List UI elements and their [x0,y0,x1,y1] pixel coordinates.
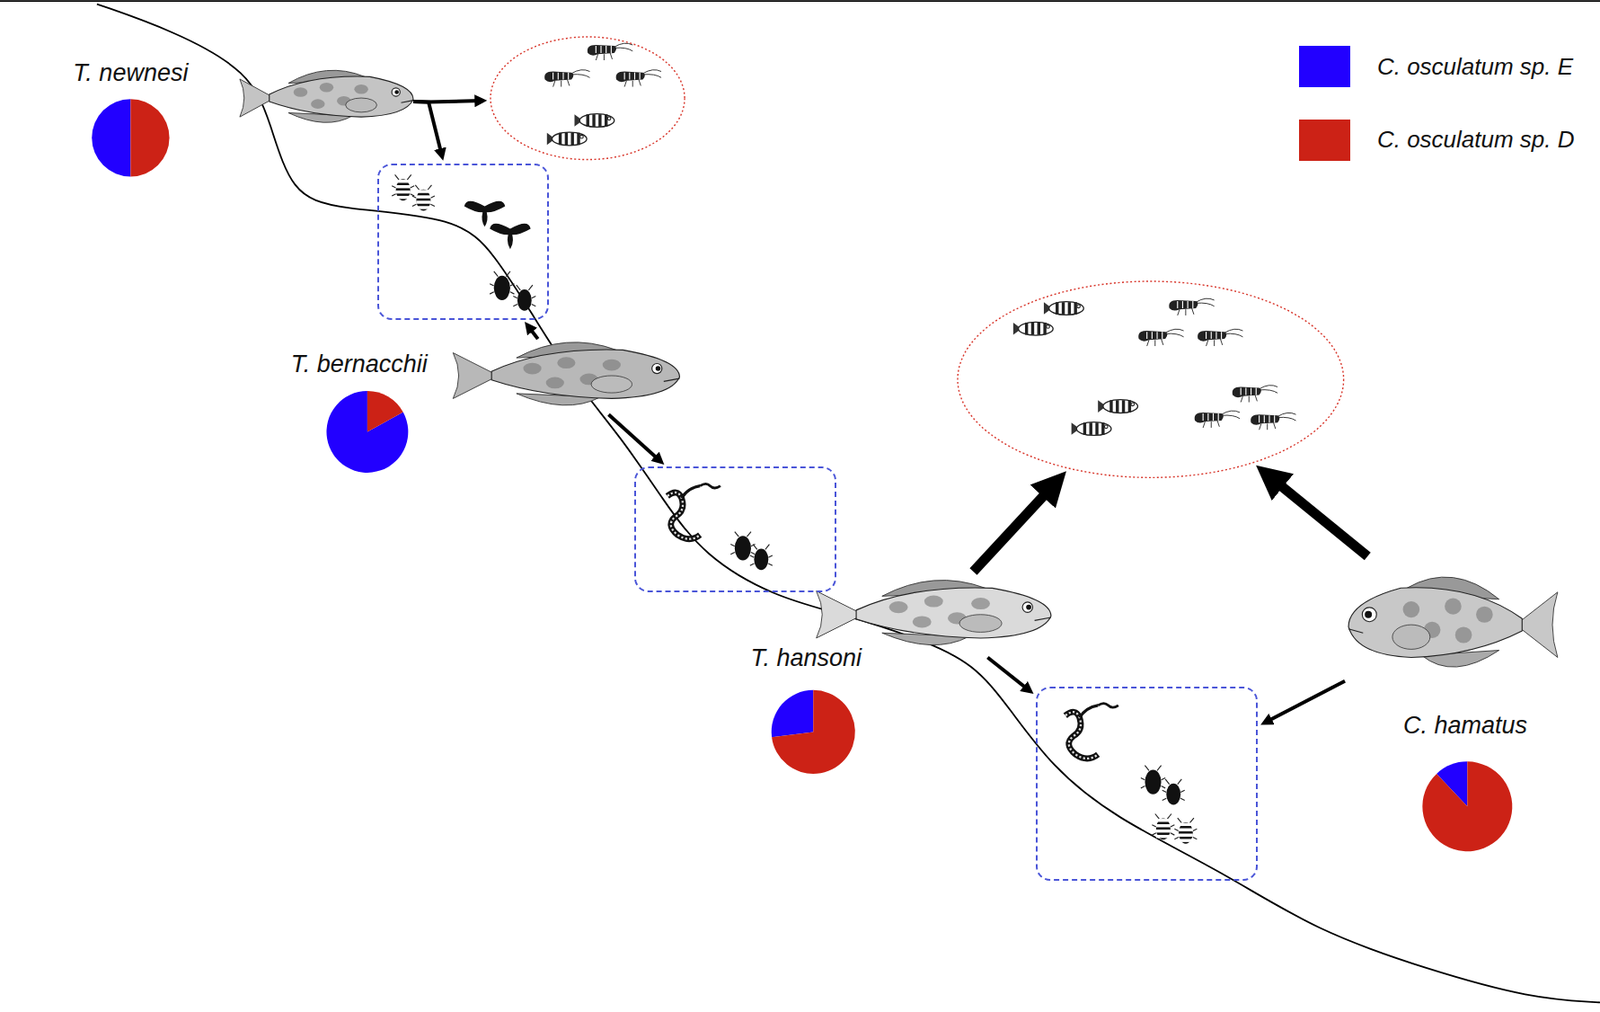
legend-label: C. osculatum sp. E [1377,53,1574,81]
species-label: T. newnesi [72,59,188,88]
pie-chart [326,390,408,473]
small-fish-icon [1071,422,1112,436]
prey-group [489,35,686,161]
isopod-icon [1162,778,1185,805]
pteropod-icon [489,223,531,249]
species-label: T. hansoni [751,644,863,672]
isopod-icon [412,185,435,212]
shrimp-icon [1168,298,1214,316]
fish-drawing [239,70,414,123]
fish-drawing [452,342,680,406]
prey-group [1035,686,1259,881]
feeding-arrow [413,101,442,155]
legend-swatch [1299,119,1351,161]
small-fish-icon [1097,399,1138,414]
isopod-icon [512,284,536,311]
shrimp-icon [1197,328,1243,346]
fish-drawing [1348,576,1558,667]
shrimp-icon [616,70,662,88]
shrimp-icon [544,70,590,88]
prey-ellipse [489,35,686,161]
pteropod-icon [464,201,505,227]
small-fish-icon [1013,321,1053,336]
species-label: C. hamatus [1403,711,1528,740]
prey-ellipse [956,280,1345,478]
small-fish-icon [547,132,587,146]
feeding-arrow [1269,476,1368,557]
isopod-icon [1140,765,1166,795]
feeding-arrow [987,656,1029,690]
fish-species: T. hansoni [816,571,1052,657]
shrimp-icon [1194,410,1240,428]
polychaete-icon [1065,703,1119,759]
frame-line [0,0,1600,2]
small-fish-icon [574,114,614,128]
pie-chart [771,689,856,774]
pie-chart [91,98,169,177]
isopod-icon [750,544,773,571]
legend-label: C. osculatum sp. D [1377,125,1575,154]
shrimp-icon [1138,328,1184,346]
legend-swatch [1299,45,1351,88]
species-label: T. bernacchii [291,350,428,379]
prey-group [377,163,549,320]
shrimp-icon [587,43,633,61]
feeding-arrow [608,414,660,460]
shrimp-icon [1250,412,1296,430]
pie-chart [1422,760,1512,851]
small-fish-icon [1043,301,1084,316]
legend-entry: C. osculatum sp. E [1299,45,1574,88]
legend-entry: C. osculatum sp. D [1299,119,1575,161]
prey-group [956,280,1345,478]
prey-group [634,466,837,593]
isopod-icon [391,174,415,201]
seabed-slope [97,4,1600,1003]
isopod-icon [1174,817,1197,844]
isopod-icon [489,271,514,301]
fish-species: C. hamatus [1344,556,1560,694]
shrimp-icon [1232,385,1278,403]
fish-species: T. bernacchii [451,338,682,415]
isopod-icon [1151,813,1175,840]
feeding-arrow [1265,680,1345,723]
feeding-arrow [528,326,538,339]
polychaete-icon [667,483,721,539]
fish-species: T. newnesi [239,65,414,132]
fish-drawing [816,580,1052,646]
feeding-arrow [972,483,1054,572]
